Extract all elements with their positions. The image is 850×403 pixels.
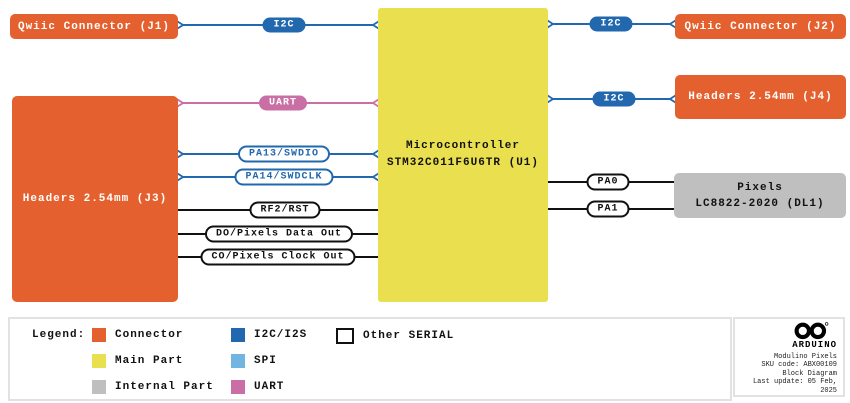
brand-info: Modulino Pixels SKU code: ABX00109 Block… [735, 353, 837, 396]
swatch-spi [231, 354, 245, 368]
arduino-logo-icon [794, 322, 829, 340]
document-type: Block Diagram [782, 369, 837, 378]
swatch-uart [231, 380, 245, 394]
legend-item-main-part: Main Part [92, 354, 183, 368]
pixels-title: Pixels [737, 181, 783, 194]
legend-title: Legend: [32, 329, 86, 341]
signal-pa13-swdio: PA13/SWDIO [237, 145, 331, 163]
swatch-internal-part [92, 380, 106, 394]
signal-i2c-j4: I2C [592, 91, 636, 107]
brand-card: ARDUINO Modulino Pixels SKU code: ABX001… [733, 317, 845, 397]
signal-pa1: PA1 [586, 200, 630, 218]
legend-item-internal-part: Internal Part [92, 380, 214, 394]
signal-rst: RF2/RST [249, 201, 321, 219]
block-label: Headers 2.54mm (J4) [688, 91, 833, 103]
sku-code: SKU code: ABX00109 [761, 361, 837, 369]
signal-i2c-j1: I2C [262, 17, 306, 33]
mcu-part-number: STM32C011F6U6TR (U1) [386, 157, 540, 169]
block-label: Headers 2.54mm (J3) [22, 193, 168, 205]
block-qwiic-connector-j2: Qwiic Connector (J2) [675, 14, 846, 39]
pixels-part-number: LC8822-2020 (DL1) [695, 197, 825, 210]
product-name: Modulino Pixels [773, 352, 837, 361]
block-headers-j3: Headers 2.54mm (J3) [12, 96, 178, 302]
legend-item-spi: SPI [231, 354, 277, 368]
swatch-i2c-i2s [231, 328, 245, 342]
signal-pa14-swdclk: PA14/SWDCLK [234, 168, 334, 186]
signal-i2c-j2: I2C [589, 16, 633, 32]
block-label: Qwiic Connector (J2) [684, 20, 837, 33]
block-headers-j4: Headers 2.54mm (J4) [675, 75, 846, 119]
legend-item-i2c-i2s: I2C/I2S [231, 328, 307, 342]
block-label: Qwiic Connector (J1) [17, 20, 171, 33]
legend-panel: Legend: Connector Main Part Internal Par… [8, 317, 732, 401]
legend-item-other-serial: Other SERIAL [336, 328, 454, 344]
signal-uart-j3: UART [258, 95, 308, 111]
swatch-connector [92, 328, 106, 342]
block-pixels-dl1: Pixels LC8822-2020 (DL1) [674, 173, 846, 218]
last-update: Last update: 05 Feb, 2025 [752, 378, 837, 395]
signal-pa0: PA0 [586, 173, 630, 191]
legend-item-uart: UART [231, 380, 284, 394]
block-qwiic-connector-j1: Qwiic Connector (J1) [10, 14, 178, 39]
brand-name: ARDUINO [792, 339, 837, 350]
swatch-main-part [92, 354, 106, 368]
block-microcontroller: Microcontroller STM32C011F6U6TR (U1) [378, 8, 548, 302]
signal-pixels-clock-out: CO/Pixels Clock Out [200, 248, 356, 266]
mcu-title: Microcontroller [405, 140, 521, 152]
signal-pixels-data-out: DO/Pixels Data Out [204, 225, 354, 243]
swatch-other-serial [336, 328, 354, 344]
legend-item-connector: Connector [92, 328, 183, 342]
